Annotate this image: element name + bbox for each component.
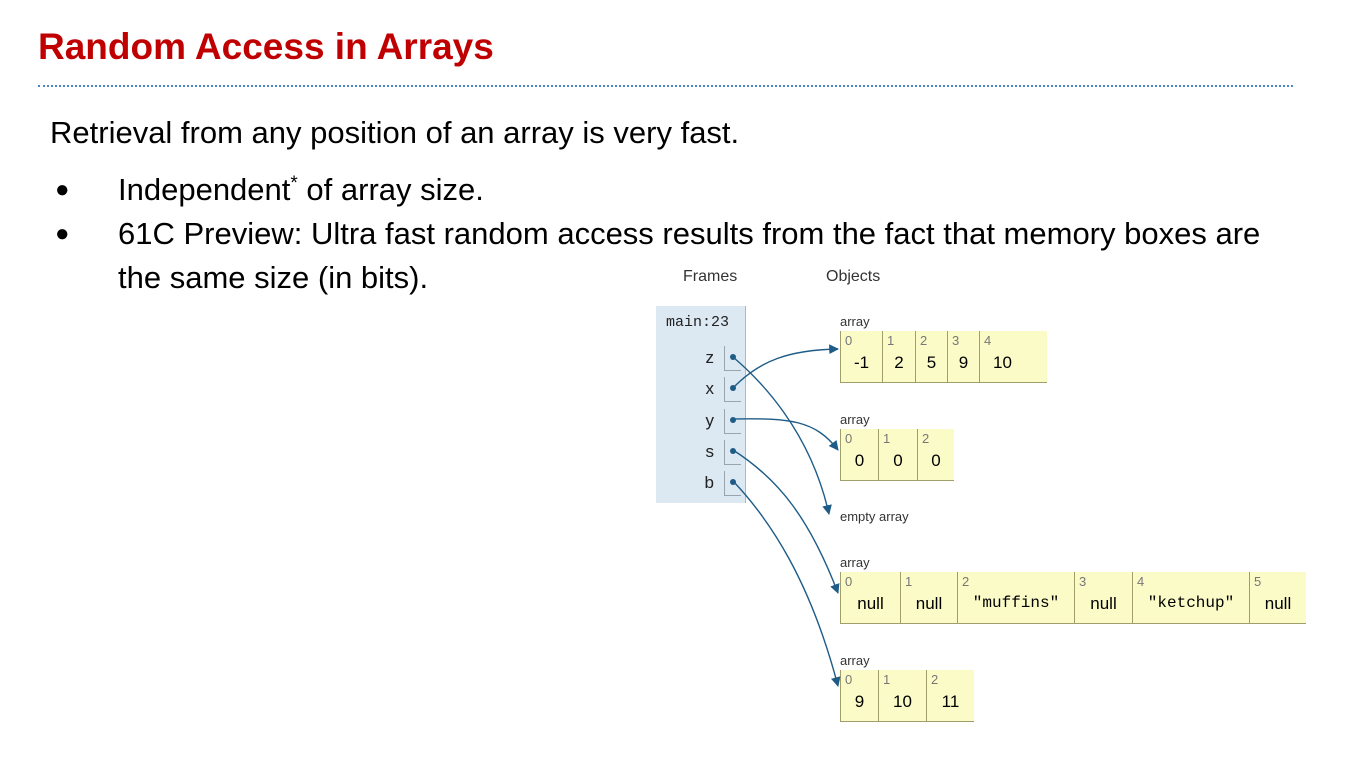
cell-index: 3 bbox=[952, 333, 960, 348]
stack-frame bbox=[656, 306, 746, 503]
bullet-dot-icon: ● bbox=[55, 176, 70, 203]
array-cell: 0-1 bbox=[840, 331, 882, 383]
array-cell: 4"ketchup" bbox=[1132, 572, 1249, 624]
pointer-dot-icon bbox=[730, 479, 736, 485]
cell-value: "ketchup" bbox=[1147, 594, 1235, 612]
pointer-dot-icon bbox=[730, 354, 736, 360]
cell-value: 9 bbox=[854, 692, 865, 711]
footnote-marker: * bbox=[290, 173, 298, 194]
title-divider bbox=[38, 85, 1293, 87]
cell-value: 5 bbox=[926, 353, 937, 372]
variable-row: b bbox=[656, 471, 746, 497]
variable-row: s bbox=[656, 440, 746, 466]
cell-index: 0 bbox=[845, 574, 853, 589]
cell-index: 1 bbox=[905, 574, 913, 589]
bullet-text: 61C Preview: Ultra fast random access re… bbox=[118, 216, 1261, 295]
variable-name: z bbox=[705, 348, 715, 367]
variable-row: y bbox=[656, 409, 746, 435]
cell-index: 0 bbox=[845, 333, 853, 348]
bullet-item: ● Independent* of array size. bbox=[50, 168, 1290, 212]
cell-index: 5 bbox=[1254, 574, 1262, 589]
cell-index: 0 bbox=[845, 431, 853, 446]
cell-value: null bbox=[857, 594, 884, 613]
bullet-text-rest: of array size. bbox=[297, 172, 484, 207]
variable-name: b bbox=[704, 473, 714, 492]
cell-index: 2 bbox=[922, 431, 930, 446]
cell-value: null bbox=[1264, 594, 1292, 613]
cell-index: 2 bbox=[962, 574, 970, 589]
cell-index: 4 bbox=[984, 333, 992, 348]
cell-value: "muffins" bbox=[972, 594, 1060, 612]
bullet-text: Independent bbox=[118, 172, 291, 207]
variable-name: s bbox=[705, 442, 715, 461]
slide-title: Random Access in Arrays bbox=[38, 26, 494, 67]
variable-name: y bbox=[705, 411, 715, 430]
variable-row: x bbox=[656, 377, 746, 403]
pointer-dot-icon bbox=[730, 385, 736, 391]
intro-text: Retrieval from any position of an array … bbox=[50, 115, 740, 150]
cell-index: 4 bbox=[1137, 574, 1145, 589]
object-type-label: array bbox=[840, 412, 870, 427]
object-type-label: array bbox=[840, 314, 870, 329]
arrow-y bbox=[732, 418, 839, 451]
pointer-dot-icon bbox=[730, 417, 736, 423]
pointer-dot-icon bbox=[730, 448, 736, 454]
cell-value: 2 bbox=[894, 353, 904, 372]
bullet-item: ● 61C Preview: Ultra fast random access … bbox=[50, 212, 1290, 300]
variable-slot bbox=[724, 440, 741, 465]
cell-index: 2 bbox=[931, 672, 939, 687]
object-type-label: array bbox=[840, 653, 870, 668]
arrow-z bbox=[732, 356, 832, 515]
object-type-label: array bbox=[840, 555, 870, 570]
cell-index: 1 bbox=[883, 672, 891, 687]
cell-index: 1 bbox=[883, 431, 891, 446]
objects-label: Objects bbox=[826, 268, 881, 285]
variable-slot bbox=[724, 377, 741, 402]
cell-value: null bbox=[1090, 594, 1117, 613]
frames-label: Frames bbox=[683, 268, 738, 285]
bullet-list: ● Independent* of array size. ● 61C Prev… bbox=[50, 168, 1290, 300]
arrow-x bbox=[732, 344, 839, 389]
variable-slot bbox=[724, 409, 741, 434]
cell-value: 0 bbox=[893, 451, 903, 470]
variable-row: z bbox=[656, 346, 746, 372]
variable-name: x bbox=[705, 379, 715, 398]
cell-index: 0 bbox=[845, 672, 853, 687]
frame-name: main:23 bbox=[666, 314, 730, 331]
arrow-s bbox=[732, 449, 840, 594]
cell-value: 0 bbox=[931, 451, 941, 470]
bullet-dot-icon: ● bbox=[55, 220, 70, 247]
cell-index: 3 bbox=[1079, 574, 1087, 589]
empty-array-label: empty array bbox=[840, 509, 909, 524]
cell-index: 2 bbox=[920, 333, 928, 348]
arrow-b bbox=[732, 480, 841, 687]
cell-value: 10 bbox=[993, 353, 1012, 372]
cell-index: 1 bbox=[887, 333, 895, 348]
array-cell: 0 null bbox=[840, 572, 900, 624]
array-cell: 2"muffins" bbox=[957, 572, 1074, 624]
cell-value: 11 bbox=[941, 692, 960, 711]
cell-value: null bbox=[915, 594, 943, 613]
cell-value: 9 bbox=[958, 353, 969, 372]
cell-value: 10 bbox=[893, 692, 912, 711]
cell-value: -1 bbox=[853, 353, 870, 372]
cell-value: 0 bbox=[854, 451, 865, 470]
